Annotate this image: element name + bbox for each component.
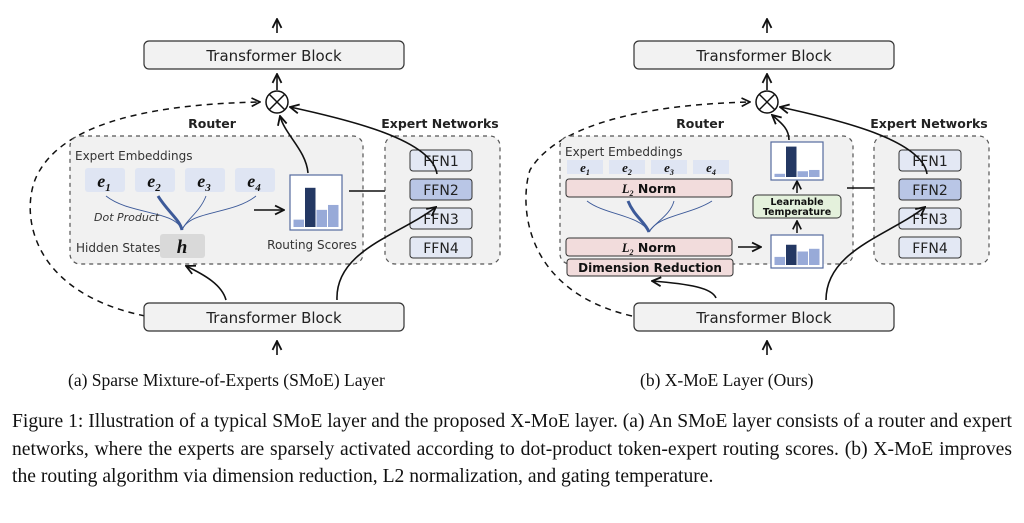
dimension-reduction-box: Dimension Reduction [566, 258, 734, 277]
routing-scores-chart [289, 174, 343, 231]
temperature-label-1: Learnable [770, 197, 823, 208]
score-bar [774, 173, 785, 177]
hidden-states-label: Hidden States [76, 241, 160, 255]
transformer-block-top-label: Transformer Block [205, 47, 342, 65]
ffn-ffn4: FFN4 [409, 236, 473, 259]
score-bar [293, 219, 304, 227]
ffn-to-combine-arrow-b [780, 107, 928, 175]
ffn-ffn3: FFN3 [898, 207, 962, 230]
ffn-ffn2: FFN2 [409, 178, 473, 201]
ffn-label: FFN4 [912, 241, 948, 257]
embedding-e2: e2 [609, 160, 645, 177]
dot-product-lines [105, 195, 257, 231]
figure-diagram: Transformer Block Router Expert Embeddin… [29, 0, 990, 355]
embedding-e2: e2 [135, 168, 175, 194]
ffn-label: FFN1 [423, 154, 459, 170]
to-ffn-arrow-b [825, 207, 925, 301]
score-bar [328, 204, 339, 227]
dimension-reduction-label: Dimension Reduction [578, 261, 722, 275]
expert-networks-label: Expert Networks [381, 116, 499, 131]
temperature-label-2: Temperature [763, 207, 831, 218]
transformer-block-top-b [633, 40, 895, 70]
expert-networks-label-b: Expert Networks [870, 116, 988, 131]
svg-text:e1: e1 [580, 160, 590, 177]
ffn-ffn4: FFN4 [898, 236, 962, 259]
expert-embeddings-label-b: Expert Embeddings [565, 145, 682, 159]
ffn-label: FFN2 [912, 183, 948, 199]
learnable-temperature-box: Learnable Temperature [752, 194, 842, 219]
router-label: Router [188, 116, 237, 131]
ffn-ffn2: FFN2 [898, 178, 962, 201]
residual-connection-b [525, 102, 750, 317]
embedding-e3: e3 [651, 160, 687, 177]
transformer-block-bottom-b [633, 302, 895, 332]
subcaption-a: (a) Sparse Mixture-of-Experts (SMoE) Lay… [68, 370, 385, 390]
ffn-label: FFN4 [423, 241, 459, 257]
routing-scores-before-chart [770, 234, 824, 269]
ffn-ffn1: FFN1 [898, 149, 962, 172]
to-hidden-arrow [186, 266, 227, 301]
ffn-label: FFN3 [912, 212, 948, 228]
score-bar [797, 251, 808, 265]
router-label-b: Router [676, 116, 725, 131]
combine-otimes-icon [755, 90, 779, 114]
l2-norm-top: L2 Norm [565, 178, 733, 198]
routing-scores-after-chart [770, 141, 824, 181]
score-bar [786, 244, 797, 265]
score-bar [809, 169, 820, 177]
embedding-e1: e1 [85, 168, 125, 194]
svg-text:e3: e3 [664, 160, 674, 177]
expert-embeddings-label: Expert Embeddings [75, 149, 192, 163]
scores-to-combine-arrow [280, 116, 309, 174]
hidden-state-h: h [160, 234, 205, 258]
dot-product-label: Dot Product [94, 211, 160, 224]
transformer-block-bottom-label: Transformer Block [205, 309, 342, 327]
ffn-label: FFN3 [423, 212, 459, 228]
transformer-block-bottom-b-label: Transformer Block [695, 309, 832, 327]
scores-to-combine-arrow-b [772, 115, 790, 141]
to-dim-reduction-arrow [652, 281, 717, 299]
embedding-e3: e3 [185, 168, 225, 194]
score-bar [797, 171, 808, 177]
subcaption-b: (b) X-MoE Layer (Ours) [640, 370, 814, 390]
score-bar [809, 248, 820, 265]
score-bar [786, 146, 797, 177]
dot-product-lines [586, 200, 713, 233]
ffn-label: FFN1 [912, 154, 948, 170]
svg-text:L2 Norm: L2 Norm [621, 240, 676, 257]
figure-caption: Figure 1: Illustration of a typical SMoE… [12, 411, 1012, 487]
residual-connection [29, 102, 260, 317]
ffn-to-combine-arrow [290, 107, 438, 175]
score-bar [774, 256, 785, 265]
svg-text:L2 Norm: L2 Norm [621, 181, 676, 198]
svg-text:e4: e4 [706, 160, 716, 177]
panel-b: Transformer Block Router Expert Embeddin… [525, 19, 990, 355]
ffn-label: FFN2 [423, 183, 459, 199]
routing-scores-label: Routing Scores [267, 238, 357, 252]
transformer-block-top-b-label: Transformer Block [695, 47, 832, 65]
score-bar [316, 209, 327, 227]
transformer-block-top [143, 40, 405, 70]
l2-norm-bottom: L2 Norm [565, 237, 733, 257]
embedding-e1: e1 [567, 160, 603, 177]
transformer-block-bottom [143, 302, 405, 332]
svg-text:e2: e2 [622, 160, 632, 177]
svg-text:h: h [177, 237, 188, 258]
to-ffn-arrow [336, 207, 436, 301]
ffn-ffn1: FFN1 [409, 149, 473, 172]
score-bar [305, 187, 316, 227]
embedding-e4: e4 [693, 160, 729, 177]
combine-otimes-icon [265, 90, 289, 114]
panel-a: Transformer Block Router Expert Embeddin… [29, 19, 501, 355]
embedding-e4: e4 [235, 168, 275, 194]
